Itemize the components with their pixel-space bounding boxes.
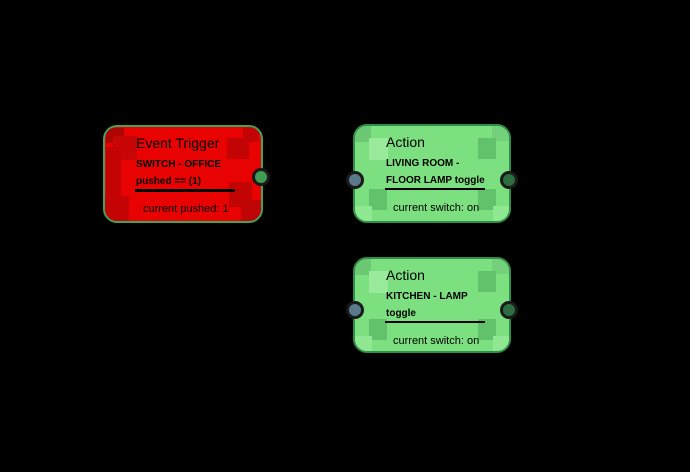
node-device: LIVING ROOM - [386, 158, 460, 169]
node-action-living-room[interactable]: Action LIVING ROOM - FLOOR LAMP toggle c… [346, 124, 518, 223]
texture-square [478, 271, 496, 292]
texture-square [493, 336, 509, 351]
texture-square [492, 259, 509, 274]
input-port-icon[interactable] [346, 301, 364, 319]
node-condition: FLOOR LAMP toggle [386, 175, 485, 186]
texture-square [355, 126, 371, 142]
output-port-icon[interactable] [500, 171, 518, 189]
node-condition: pushed == (1) [136, 176, 202, 187]
node-title: Event Trigger [136, 135, 220, 151]
node-background [355, 126, 509, 221]
texture-square [355, 206, 372, 221]
texture-square [369, 138, 388, 160]
node-status: current switch: on [393, 202, 480, 214]
node-device: KITCHEN - LAMP [386, 291, 468, 302]
texture-square [241, 200, 261, 221]
texture-square [355, 259, 371, 275]
texture-square [492, 126, 509, 141]
texture-square [478, 319, 496, 340]
node-event-trigger[interactable]: Event Trigger SWITCH - OFFICE pushed == … [103, 125, 270, 223]
output-port-icon[interactable] [500, 301, 518, 319]
node-condition: toggle [386, 308, 416, 319]
node-title: Action [386, 134, 425, 150]
texture-square [369, 271, 388, 293]
texture-square [369, 189, 387, 210]
node-divider [135, 189, 235, 192]
node-background [355, 259, 509, 351]
output-port-icon[interactable] [252, 168, 270, 186]
texture-square [369, 319, 387, 340]
texture-square [227, 138, 249, 159]
texture-square [106, 147, 121, 203]
node-background [105, 127, 261, 221]
texture-square [105, 196, 129, 221]
node-status: current pushed: 1 [143, 203, 229, 215]
node-status: current switch: on [393, 335, 480, 347]
node-divider [385, 188, 485, 190]
input-port-icon[interactable] [346, 171, 364, 189]
texture-square [478, 189, 496, 210]
node-divider [385, 321, 485, 323]
texture-square [493, 206, 509, 221]
node-action-kitchen[interactable]: Action KITCHEN - LAMP toggle current swi… [346, 257, 518, 353]
texture-square [478, 138, 496, 159]
node-device: SWITCH - OFFICE [136, 159, 221, 170]
node-title: Action [386, 267, 425, 283]
texture-square [355, 336, 372, 351]
